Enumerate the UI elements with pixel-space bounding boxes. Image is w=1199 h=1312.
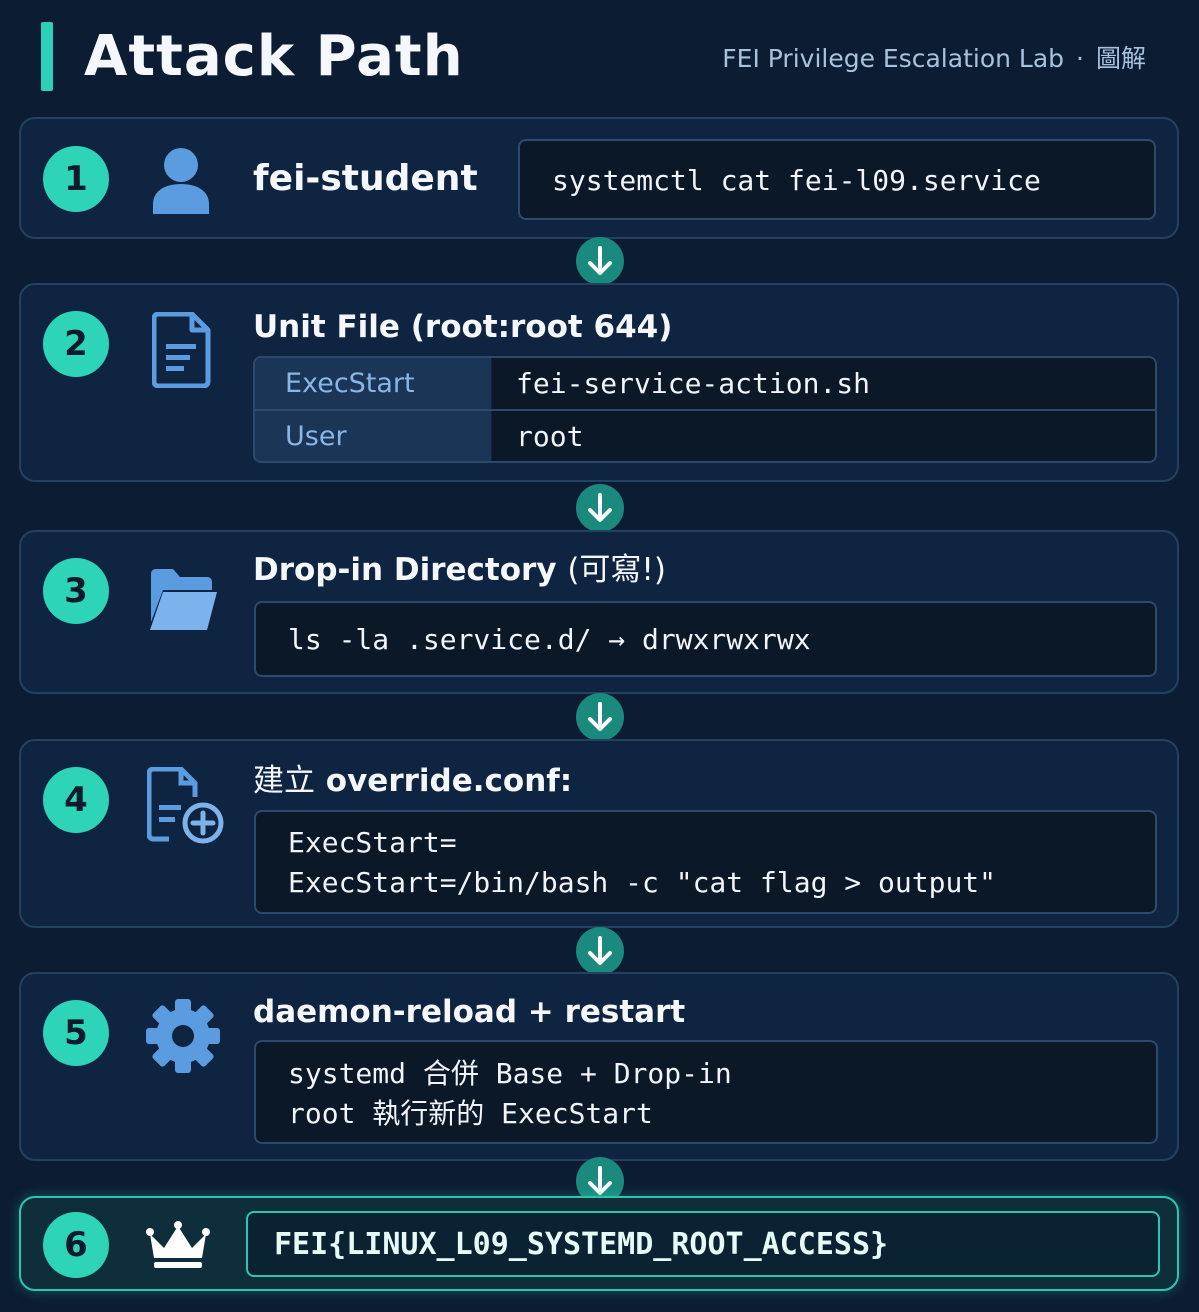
flow-arrow-icon	[576, 693, 624, 741]
step-title-suffix: (可寫!)	[567, 552, 666, 588]
step-title: fei-student	[253, 158, 478, 199]
step-title-text: override.conf:	[325, 763, 573, 799]
table-value: fei-service-action.sh	[492, 358, 1155, 409]
flow-arrow-icon	[576, 484, 624, 532]
unit-file-table: ExecStart fei-service-action.sh User roo…	[253, 356, 1157, 463]
code-line: ExecStart=	[288, 826, 457, 859]
table-key: User	[255, 411, 491, 461]
step-number: 3	[43, 558, 109, 624]
header: Attack Path FEI Privilege Escalation Lab…	[0, 0, 1199, 110]
step-title-text: Drop-in Directory	[253, 552, 557, 588]
code-line: ExecStart=/bin/bash -c "cat flag > outpu…	[288, 866, 997, 899]
folder-open-icon	[147, 566, 219, 636]
page-title: Attack Path	[84, 24, 464, 89]
step-title-text: Unit File	[253, 309, 400, 345]
user-icon	[149, 146, 213, 218]
crown-icon	[146, 1220, 210, 1274]
command-box: systemctl cat fei-l09.service	[518, 139, 1156, 220]
title-accent-bar	[41, 22, 53, 91]
code-box: ExecStart= ExecStart=/bin/bash -c "cat f…	[254, 810, 1157, 914]
code-line: systemd 合併 Base + Drop-in	[288, 1057, 732, 1090]
step-number: 4	[43, 767, 109, 833]
command-box: ls -la .service.d/ → drwxrwxrwx	[254, 601, 1157, 677]
table-row: ExecStart fei-service-action.sh	[255, 358, 1155, 409]
step-card-3: 3 Drop-in Directory (可寫!) ls -la .servic…	[19, 530, 1179, 694]
step-card-1: 1 fei-student systemctl cat fei-l09.serv…	[19, 117, 1179, 239]
subtitle-separator: ·	[1076, 44, 1084, 73]
subtitle-text: FEI Privilege Escalation Lab	[722, 44, 1065, 73]
step-number: 5	[43, 1000, 109, 1066]
step-number: 6	[43, 1212, 109, 1278]
document-icon	[151, 311, 212, 392]
gear-icon	[145, 998, 221, 1078]
code-box: systemd 合併 Base + Drop-in root 執行新的 Exec…	[254, 1040, 1158, 1144]
command-text: ls -la .service.d/ → drwxrwxrwx	[288, 623, 811, 656]
step-title: 建立 override.conf:	[253, 761, 572, 801]
flag-box: FEI{LINUX_L09_SYSTEMD_ROOT_ACCESS}	[246, 1211, 1160, 1277]
subtitle-suffix: 圖解	[1095, 44, 1146, 73]
step-title: Unit File (root:root 644)	[253, 307, 672, 347]
page-subtitle: FEI Privilege Escalation Lab · 圖解	[722, 42, 1146, 76]
step-card-6: 6 FEI{LINUX_L09_SYSTEMD_ROOT_ACCESS}	[19, 1196, 1179, 1291]
table-value: root	[492, 411, 1155, 461]
table-key: ExecStart	[255, 358, 491, 409]
command-text: systemctl cat fei-l09.service	[552, 164, 1041, 197]
code-line: root 執行新的 ExecStart	[288, 1097, 653, 1130]
step-title: Drop-in Directory (可寫!)	[253, 550, 666, 590]
step-title-prefix: 建立	[253, 763, 315, 799]
file-add-icon	[146, 766, 225, 849]
step-card-2: 2 Unit File (root:root 644) ExecStart fe…	[19, 283, 1179, 482]
flow-arrow-icon	[576, 927, 624, 975]
step-card-5: 5 daemon-reload + restart systemd 合併 Bas…	[19, 972, 1179, 1161]
table-row: User root	[255, 409, 1155, 461]
step-title: daemon-reload + restart	[253, 994, 686, 1030]
flow-arrow-icon	[576, 237, 624, 285]
step-number: 1	[43, 146, 109, 212]
step-number: 2	[43, 311, 109, 377]
flag-text: FEI{LINUX_L09_SYSTEMD_ROOT_ACCESS}	[274, 1227, 889, 1262]
step-title-suffix: (root:root 644)	[410, 309, 673, 345]
step-card-4: 4 建立 override.conf: ExecStart= ExecStart…	[19, 739, 1179, 928]
